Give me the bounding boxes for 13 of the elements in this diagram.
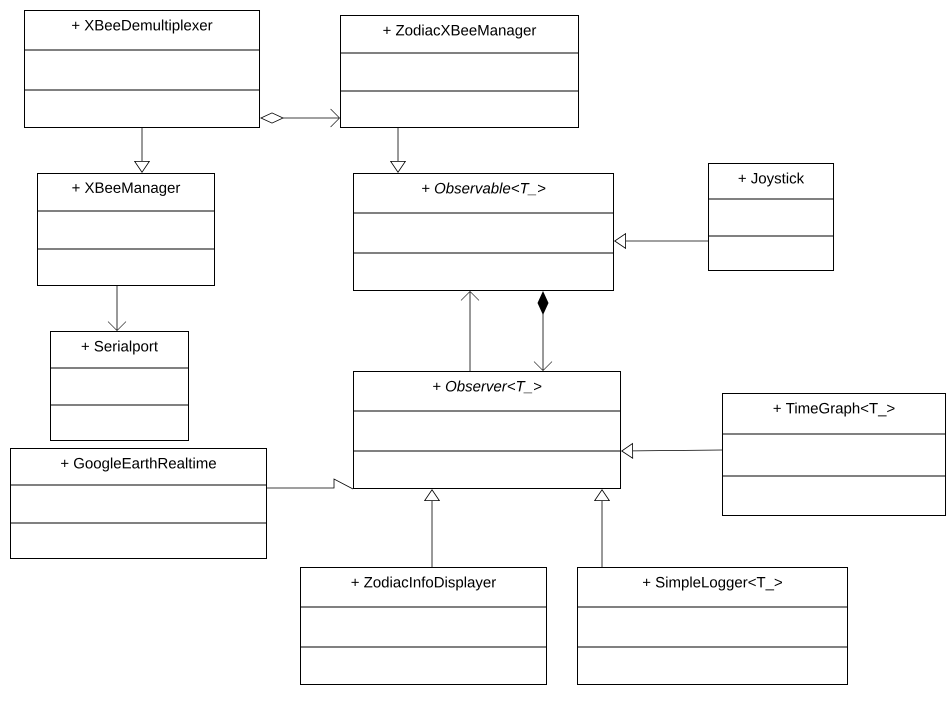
association-arrow (108, 286, 126, 331)
abstract-class-box: + Observer<T_> (352, 371, 621, 489)
class-box: + ZodiacXBeeManager (340, 15, 579, 128)
abstract-class-box: + Observable<T_> (352, 173, 614, 291)
class-box: + XBeeDemultiplexer (24, 10, 260, 128)
class-box: + ZodiacInfoDisplayer (300, 567, 547, 685)
class-box: + GoogleEarthRealtime (10, 448, 267, 559)
class-box: + SimpleLogger<T_> (576, 567, 848, 685)
class-box: + Joystick (708, 163, 834, 271)
class-box: + Serialport (50, 331, 189, 441)
class-box: + TimeGraph<T_> (722, 393, 946, 516)
class-box: + XBeeManager (36, 173, 215, 286)
association-arrow (460, 291, 480, 372)
